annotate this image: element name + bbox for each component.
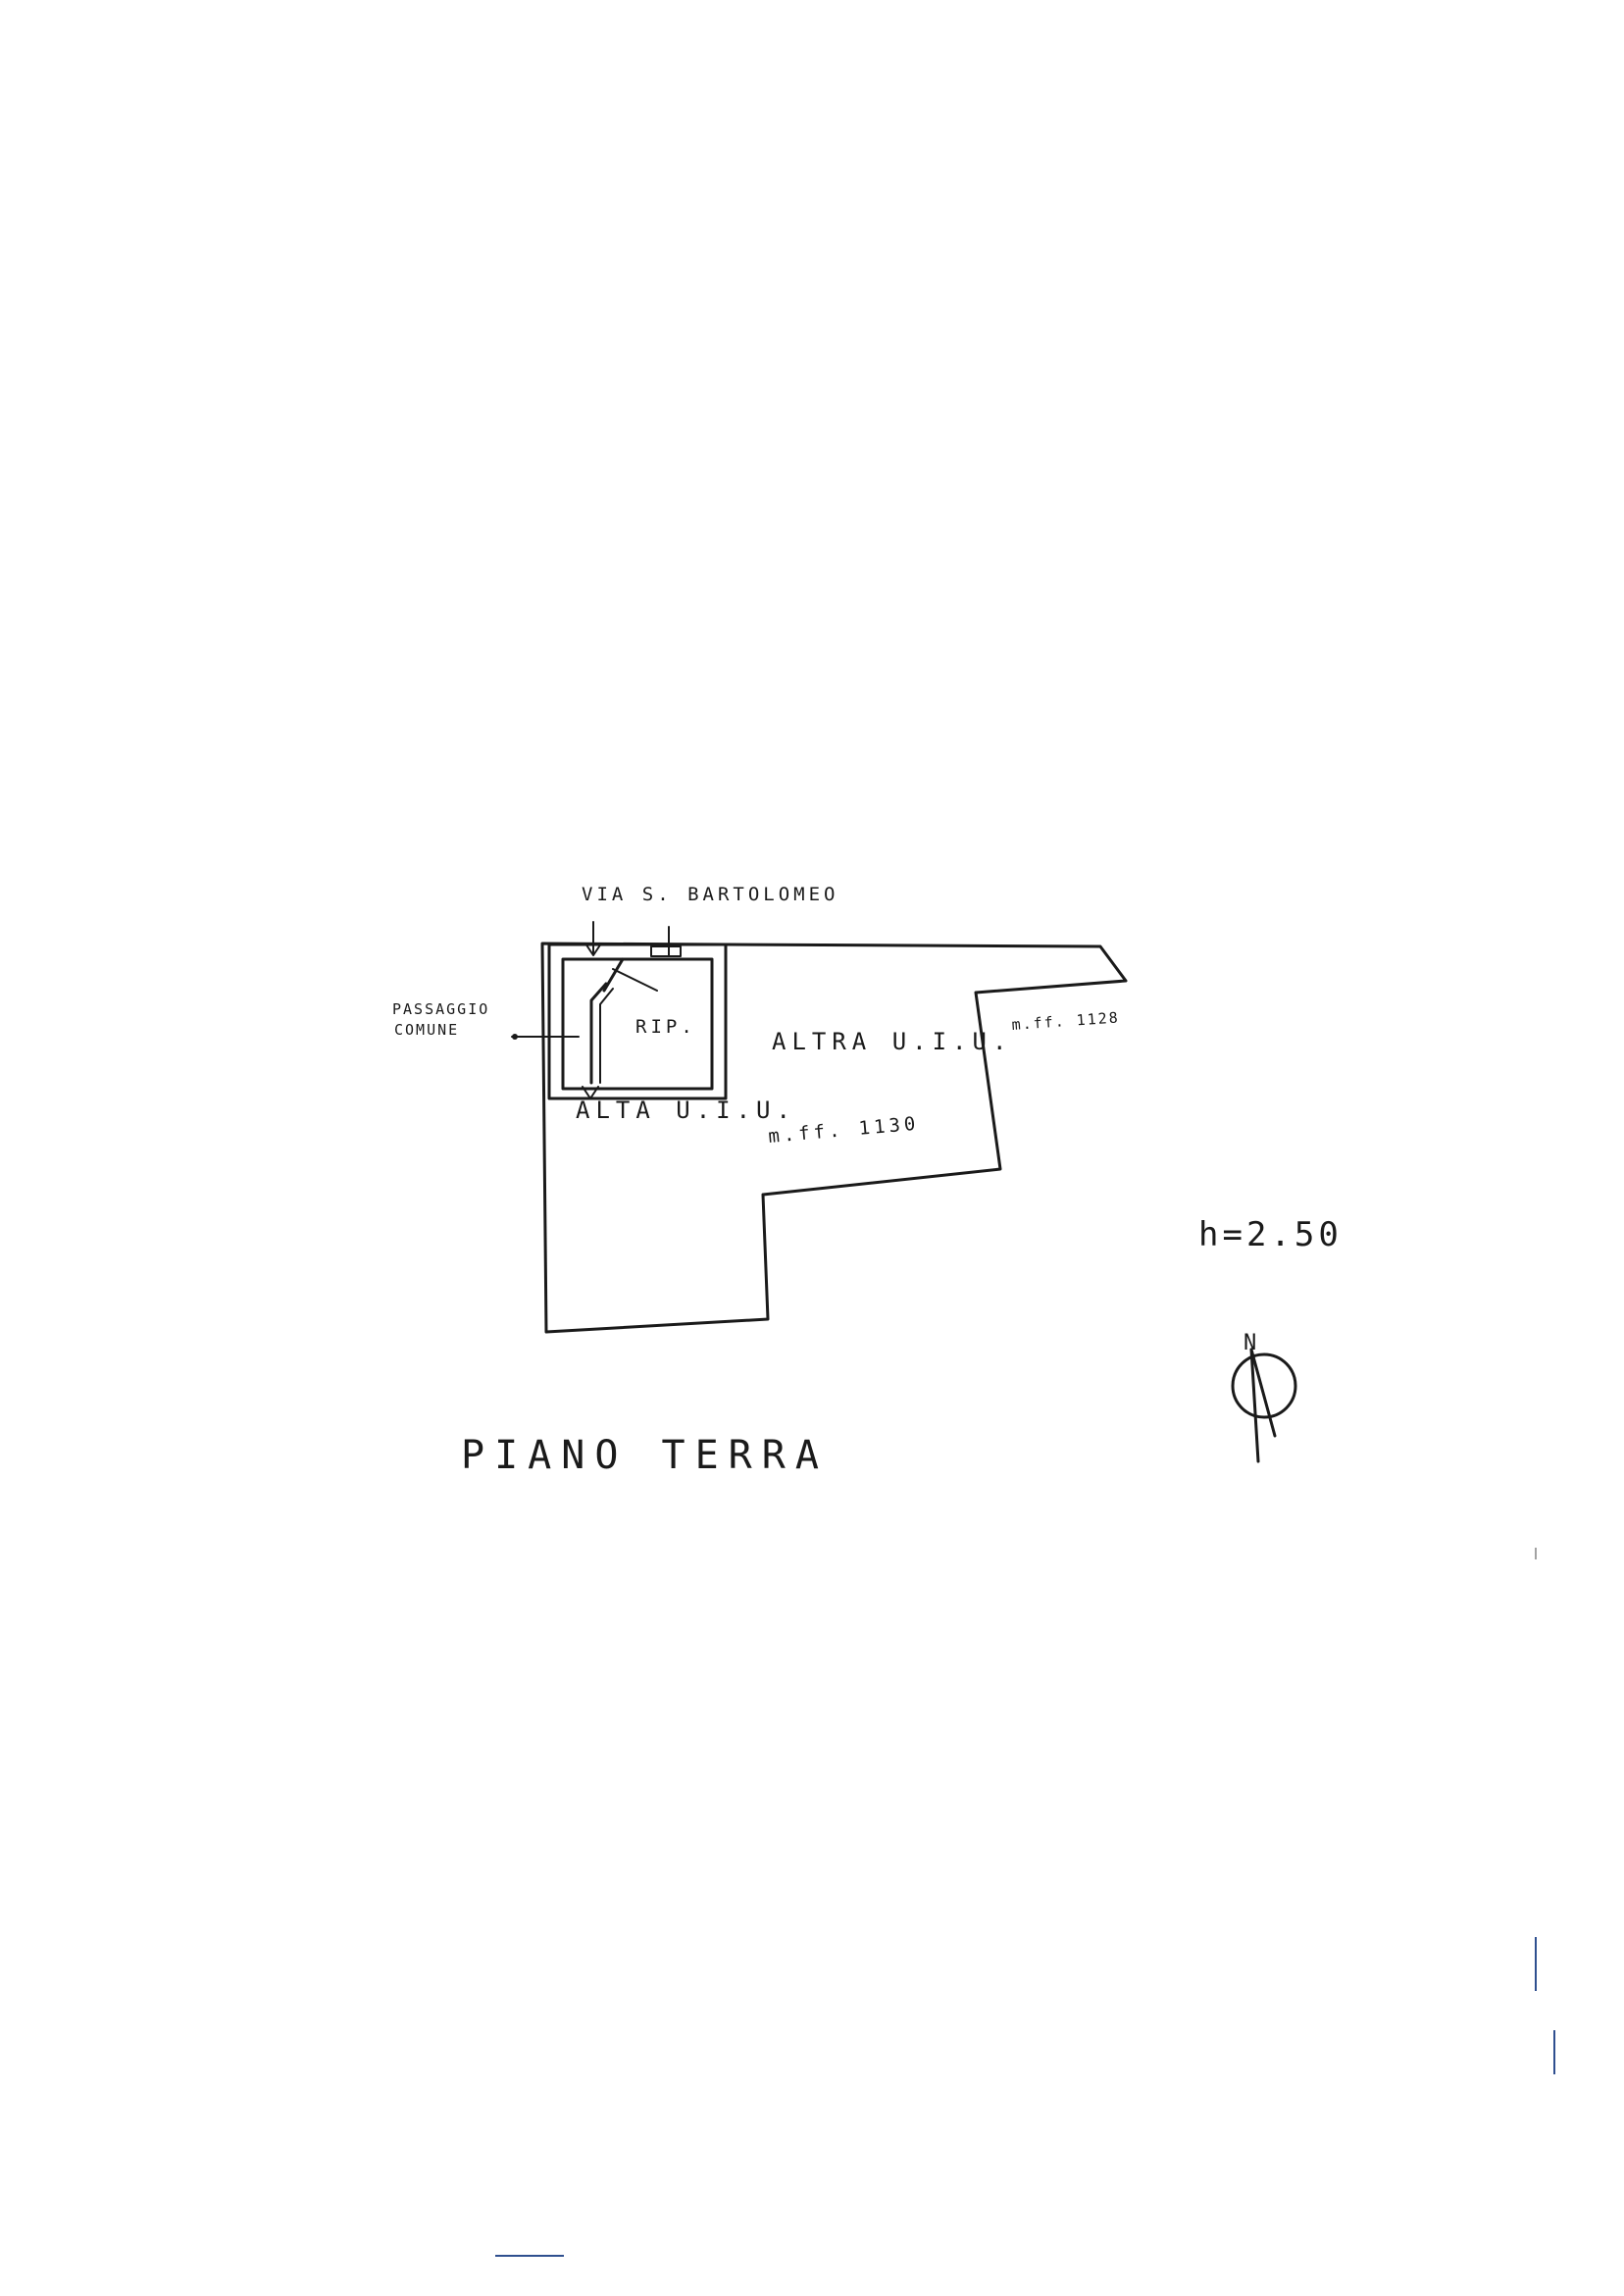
- door-swing: [612, 968, 658, 992]
- room-wall-outer: [547, 943, 728, 1100]
- interior-partition-inner: [599, 988, 614, 1084]
- room-wall-inner: [561, 957, 714, 1091]
- other-unit-bottom-label: ALTA U.I.U.: [576, 1097, 796, 1124]
- window-marker: [650, 945, 682, 957]
- door-leaf: [602, 957, 625, 993]
- compass-circle: [1231, 1352, 1297, 1419]
- passage-label-line1: PASSAGGIO: [392, 1000, 489, 1018]
- interior-partition: [589, 982, 608, 1085]
- compass-needle: [1249, 1348, 1260, 1463]
- property-outline: [540, 942, 1128, 1334]
- passage-arrow-dot: [512, 1034, 518, 1040]
- height-label: h=2.50: [1198, 1215, 1343, 1254]
- parcel-top-label: m.ff. 1128: [1011, 1008, 1120, 1034]
- entrance-arrowhead-top: [584, 943, 602, 956]
- entrance-arrowhead-bottom: [582, 1086, 599, 1099]
- passage-label-line2: COMUNE: [394, 1021, 459, 1039]
- room-label: RIP.: [635, 1016, 696, 1038]
- street-label: VIA S. BARTOLOMEO: [582, 884, 838, 905]
- north-label: N: [1243, 1331, 1256, 1355]
- compass-needle-diagonal: [1249, 1348, 1277, 1438]
- other-unit-top-label: ALTRA U.I.U.: [772, 1028, 1012, 1055]
- floor-title: PIANO TERRA: [461, 1433, 829, 1478]
